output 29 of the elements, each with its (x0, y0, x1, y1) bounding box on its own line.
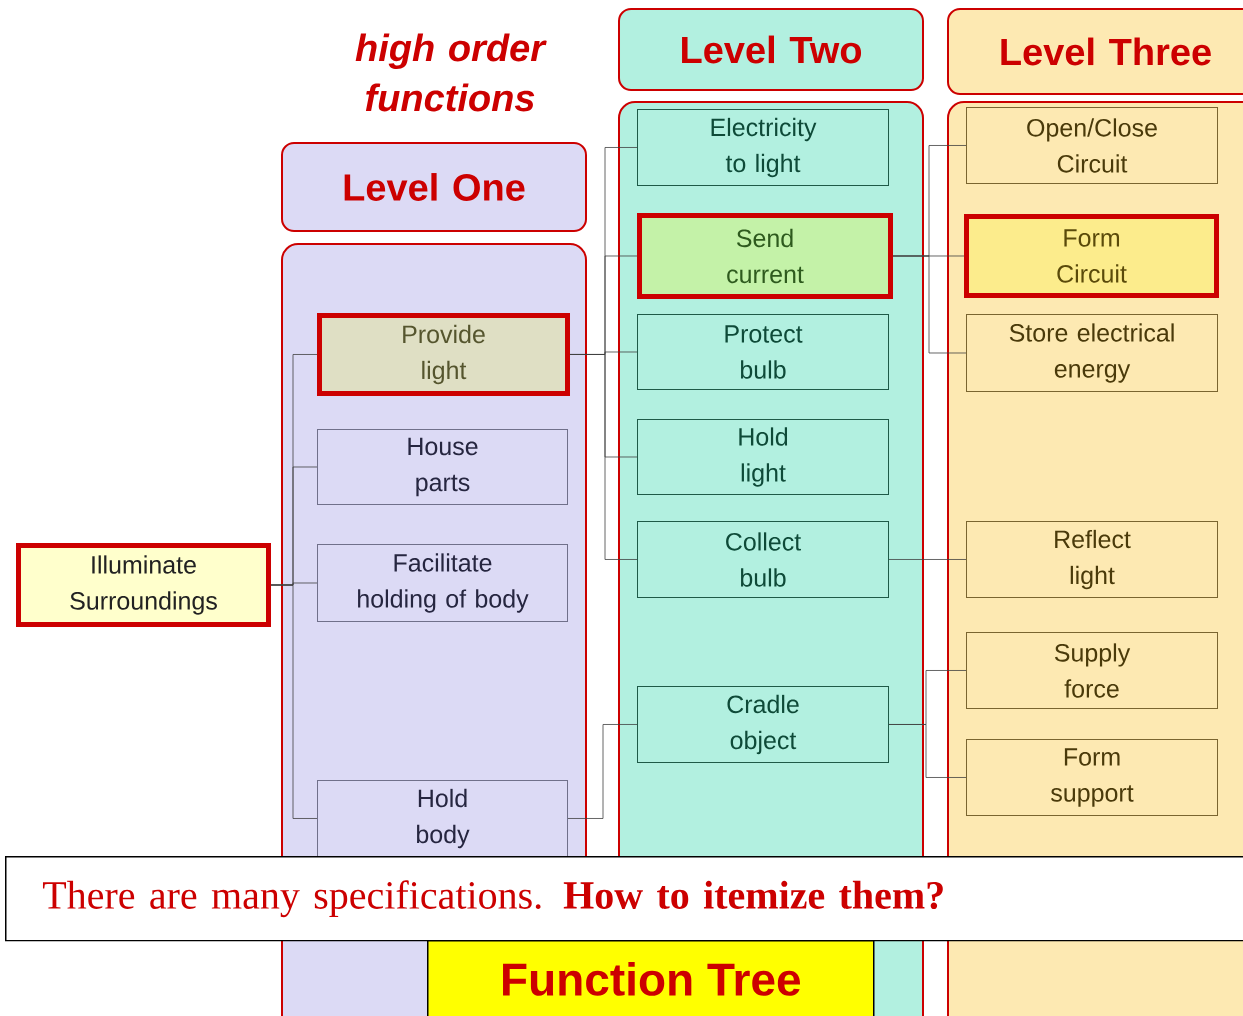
connector-line (270, 584, 318, 819)
level-header: Level Two (618, 8, 924, 91)
connector-line (567, 724, 638, 819)
function-box: Hold body (317, 780, 568, 857)
caption-banner: There are many specifications. How to itemize them? (5, 856, 1243, 942)
level-header: Level Three (947, 8, 1243, 95)
connector-line (888, 724, 967, 778)
function-box: Hold light (637, 419, 889, 495)
connector-line (892, 255, 967, 354)
function-box: Store electrical energy (966, 314, 1218, 392)
heading-label: high order functions (355, 33, 547, 112)
highlighted-function-box: Send current (637, 213, 893, 299)
highlighted-function-box: Provide light (317, 313, 570, 396)
function-box: Collect bulb (637, 521, 889, 598)
function-box: Open/Close Circuit (966, 107, 1218, 184)
function-box: Supply force (966, 632, 1218, 709)
connector-line (888, 559, 967, 560)
function-box: Electricity to light (637, 109, 889, 186)
highlighted-function-box: Form Circuit (964, 214, 1219, 298)
connector-line (569, 354, 638, 560)
function-box: Reflect light (966, 521, 1218, 598)
function-box: Facilitate holding of body (317, 544, 568, 622)
function-box: Cradle object (637, 686, 889, 763)
level-header: Level One (281, 142, 587, 232)
function-box: Protect bulb (637, 314, 889, 390)
highlighted-function-box: Illuminate Surroundings (16, 543, 271, 627)
function-box: Form support (966, 739, 1218, 816)
title-box: Function Tree (427, 940, 875, 1016)
function-box: House parts (317, 429, 568, 505)
